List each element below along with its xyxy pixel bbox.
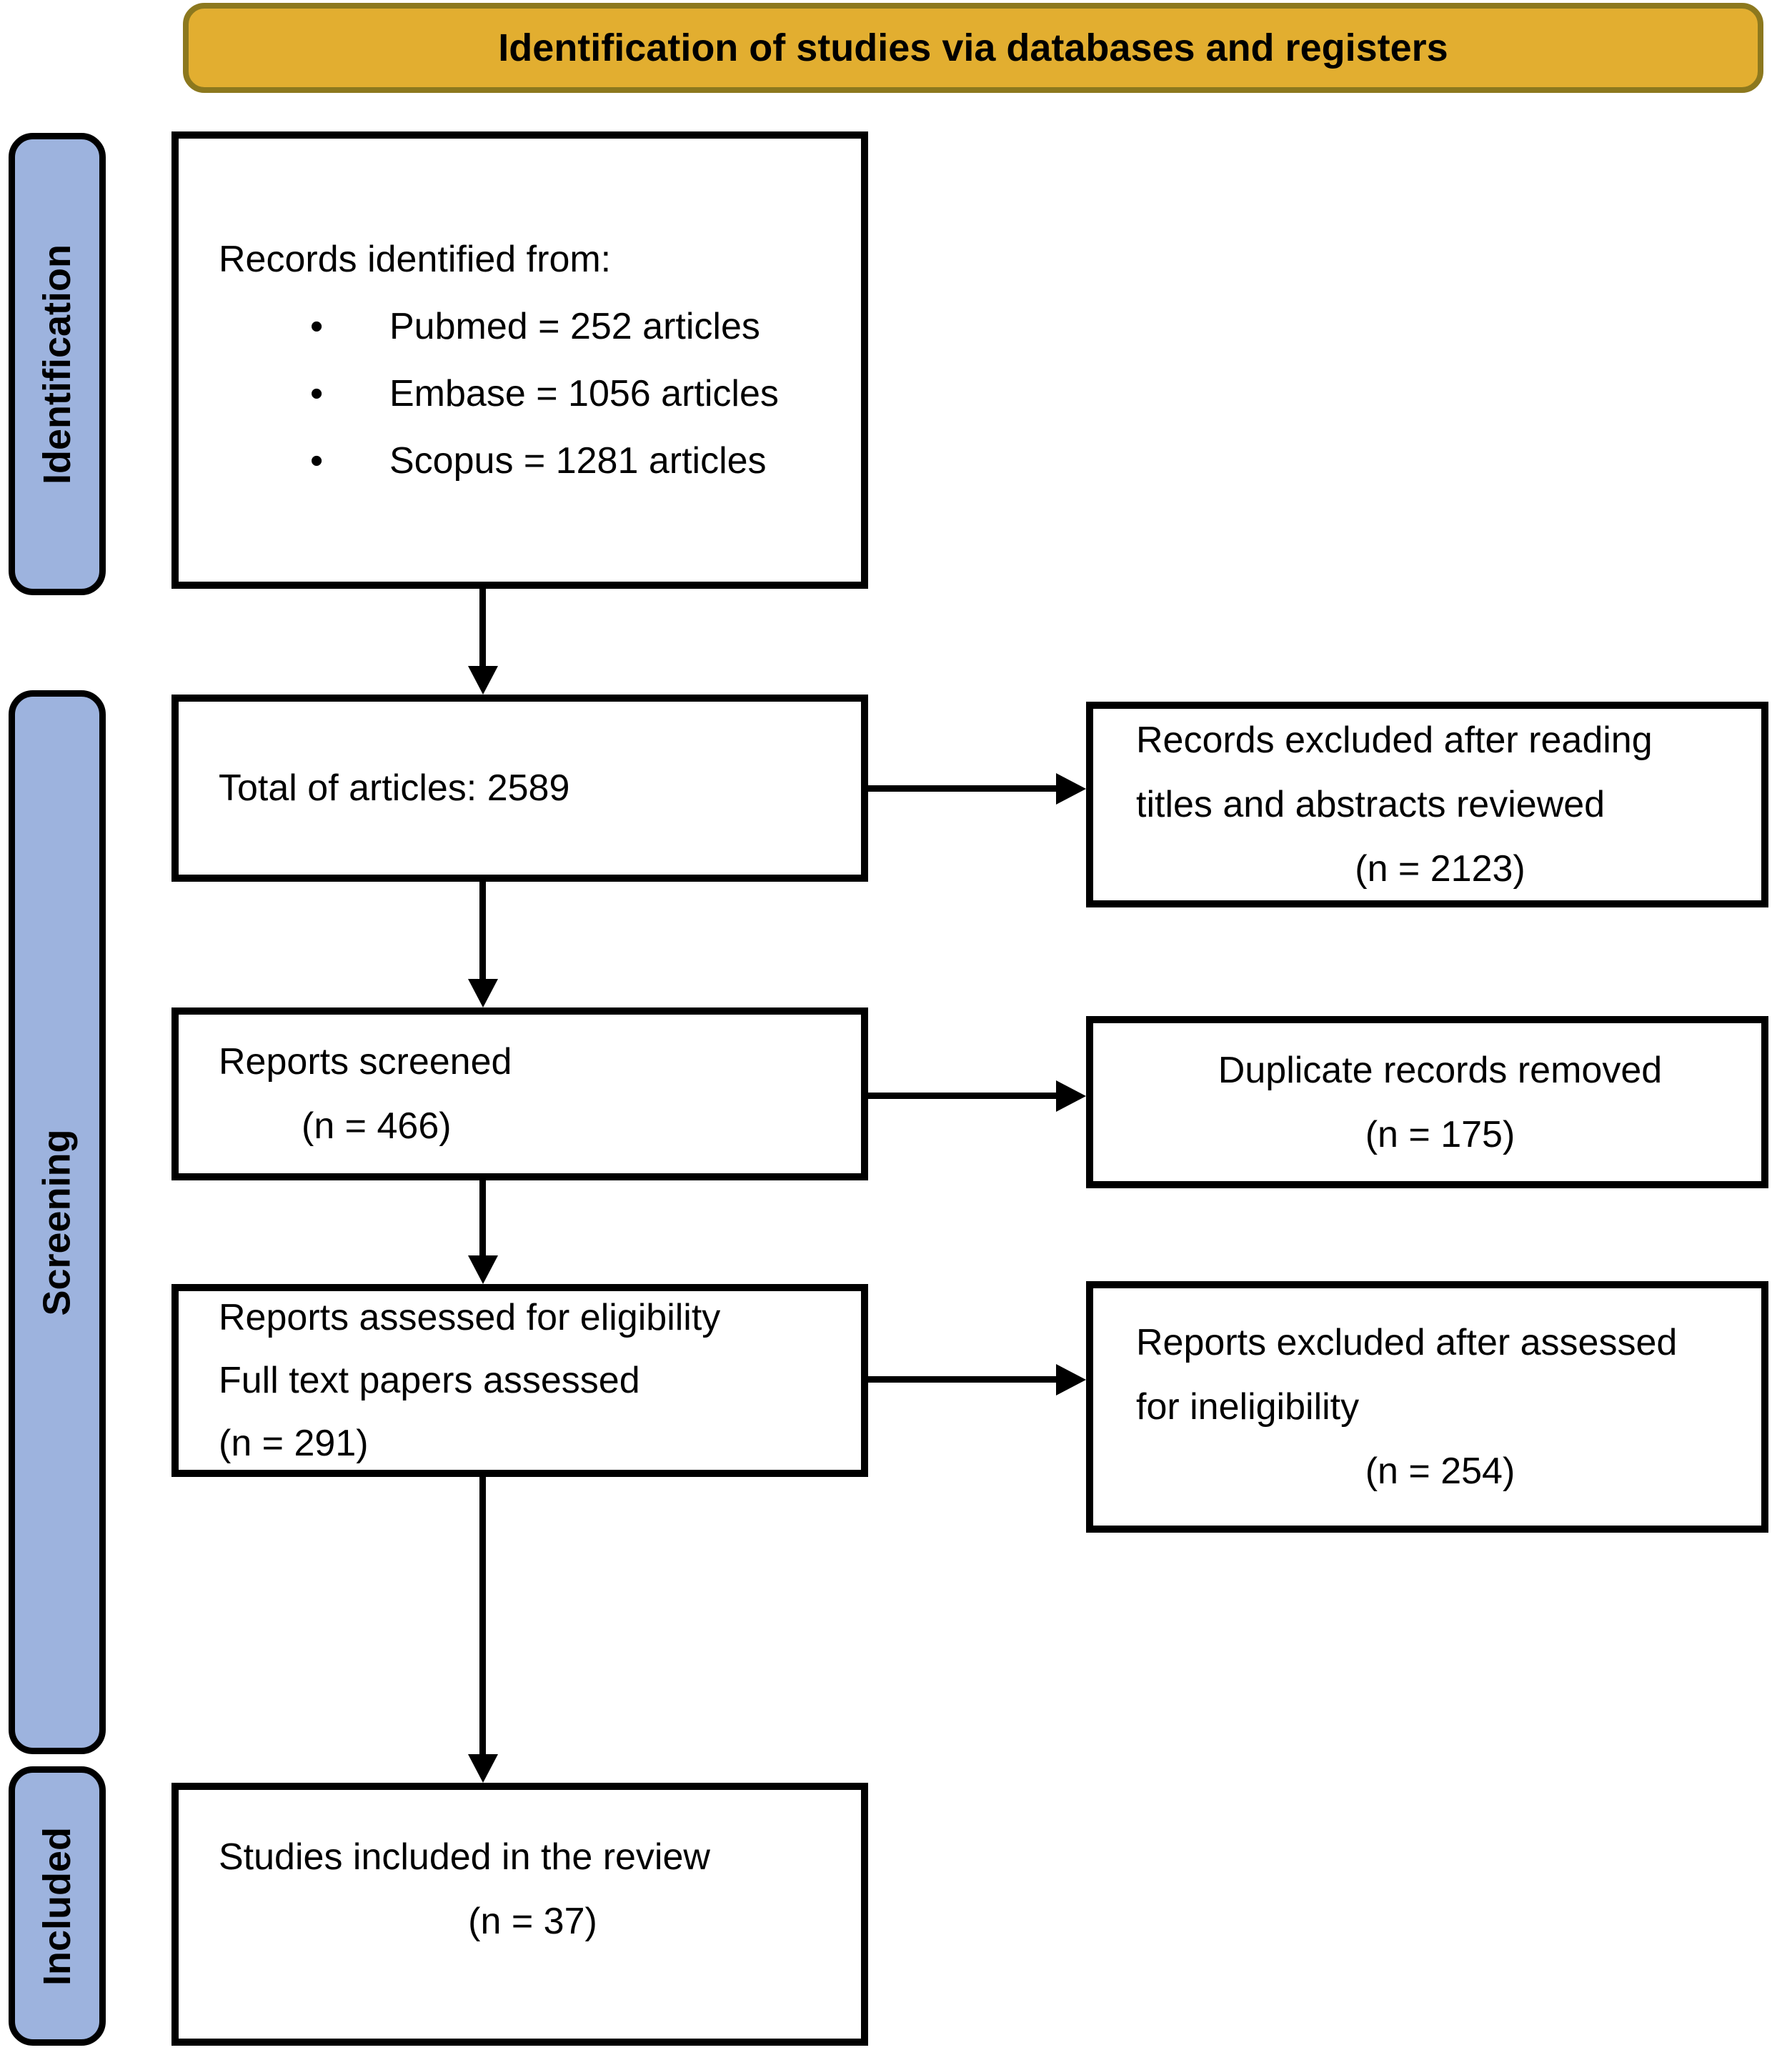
total-articles-text: Total of articles: 2589 — [219, 767, 570, 809]
reports-screened-text: Reports screened — [219, 1041, 512, 1083]
flow-arrow-right-icon — [867, 785, 1056, 792]
box-studies-included: Studies included in the review (n = 37) — [171, 1783, 868, 2046]
records-excluded-count: (n = 2123) — [1355, 848, 1525, 890]
bullet-text-embase: Embase = 1056 articles — [389, 373, 779, 414]
reports-excluded-text-2: for ineligibility — [1136, 1386, 1360, 1428]
box-records-excluded: Records excluded after reading titles an… — [1086, 702, 1768, 907]
records-identified-heading: Records identified from: — [219, 239, 612, 280]
reports-assessed-count: (n = 291) — [219, 1423, 369, 1464]
duplicates-removed-text: Duplicate records removed — [1218, 1049, 1663, 1091]
reports-excluded-count: (n = 254) — [1365, 1451, 1515, 1492]
flow-arrow-down-icon — [479, 588, 486, 666]
bullet-text-scopus: Scopus = 1281 articles — [389, 440, 767, 482]
box-total-articles: Total of articles: 2589 — [171, 695, 868, 882]
box-duplicates-removed: Duplicate records removed (n = 175) — [1086, 1016, 1768, 1188]
records-excluded-text-2: titles and abstracts reviewed — [1136, 784, 1606, 825]
flow-arrow-down-icon — [479, 1477, 486, 1754]
flow-arrow-down-icon — [479, 882, 486, 979]
bullet-icon: • — [310, 373, 324, 414]
flow-arrow-down-icon — [479, 1180, 486, 1255]
reports-screened-count: (n = 466) — [302, 1105, 452, 1147]
studies-included-count: (n = 37) — [468, 1901, 597, 1942]
studies-included-text: Studies included in the review — [219, 1836, 710, 1878]
reports-assessed-text-1: Reports assessed for eligibility — [219, 1297, 721, 1338]
flow-arrow-right-icon — [867, 1093, 1056, 1099]
bullet-icon: • — [310, 440, 324, 482]
stage-label-included: Included — [9, 1766, 106, 2046]
bullet-icon: • — [310, 306, 324, 347]
records-excluded-text-1: Records excluded after reading — [1136, 720, 1653, 761]
list-item: • Pubmed = 252 articles — [219, 293, 847, 360]
stage-identification-text: Identification — [36, 244, 79, 484]
stage-label-screening: Screening — [9, 690, 106, 1754]
list-item: • Embase = 1056 articles — [219, 360, 847, 427]
box-reports-assessed: Reports assessed for eligibility Full te… — [171, 1284, 868, 1477]
title-banner-label: Identification of studies via databases … — [498, 26, 1448, 69]
reports-assessed-text-2: Full text papers assessed — [219, 1360, 640, 1401]
box-reports-excluded: Reports excluded after assessed for inel… — [1086, 1281, 1768, 1533]
stage-screening-text: Screening — [36, 1128, 79, 1316]
list-item: • Scopus = 1281 articles — [219, 427, 847, 494]
box-records-identified: Records identified from: • Pubmed = 252 … — [171, 131, 868, 589]
flow-arrow-right-icon — [867, 1376, 1056, 1383]
duplicates-removed-count: (n = 175) — [1365, 1113, 1515, 1155]
box-reports-screened: Reports screened (n = 466) — [171, 1007, 868, 1180]
stage-included-text: Included — [36, 1826, 79, 1986]
title-banner: Identification of studies via databases … — [183, 3, 1763, 93]
reports-excluded-text-1: Reports excluded after assessed — [1136, 1322, 1678, 1363]
bullet-text-pubmed: Pubmed = 252 articles — [389, 306, 760, 347]
stage-label-identification: Identification — [9, 133, 106, 595]
